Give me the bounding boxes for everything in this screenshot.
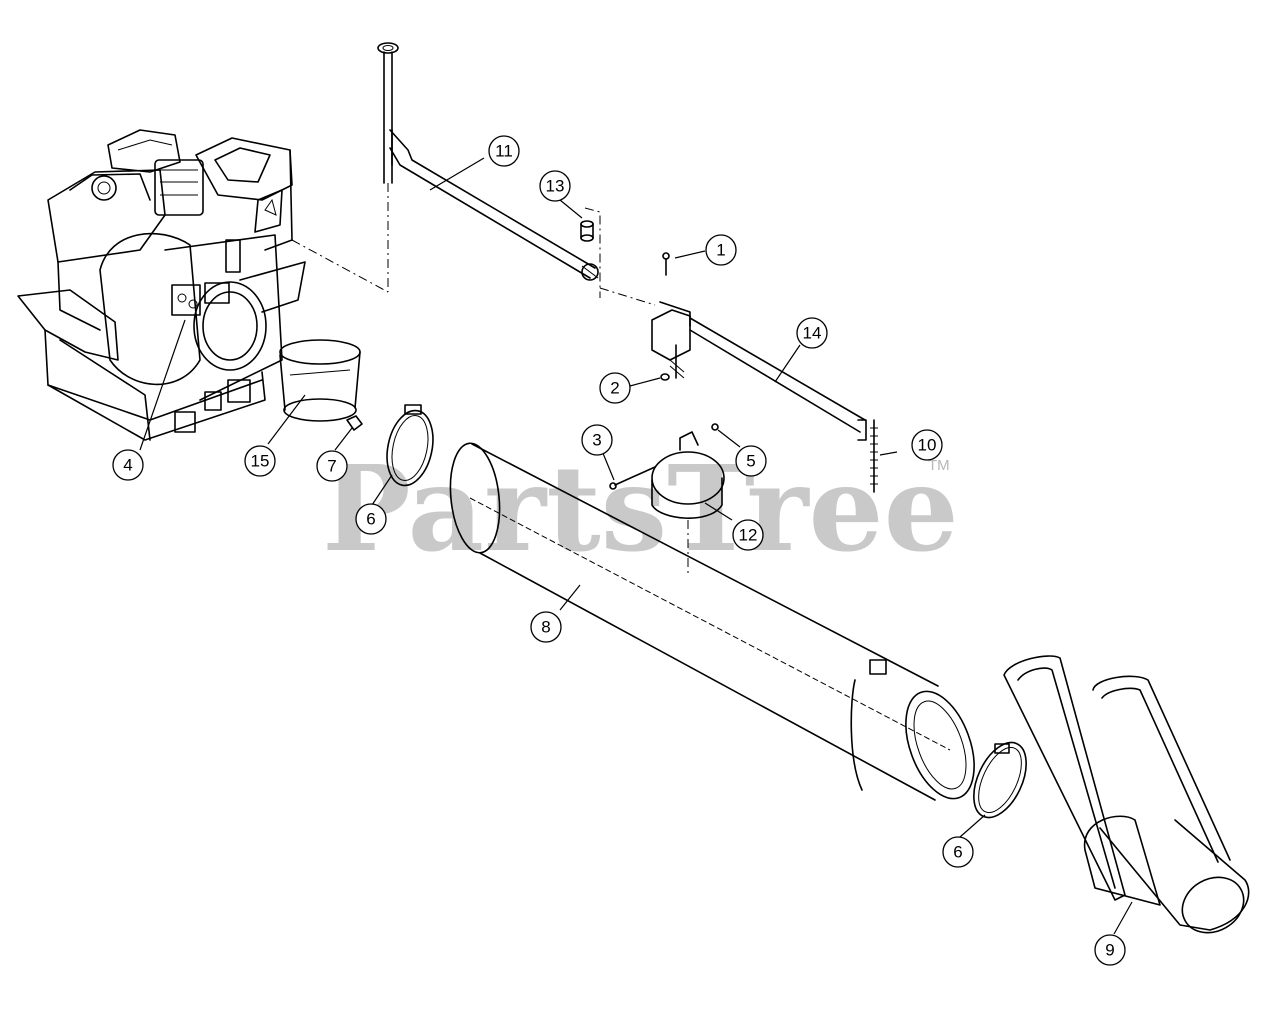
callout-7: 7	[316, 450, 348, 482]
callout-12: 12	[732, 519, 764, 551]
watermark-brand: PartsTree	[322, 439, 959, 578]
callout-15: 15	[244, 445, 276, 477]
callout-label: 6	[953, 843, 962, 862]
callout-4: 4	[112, 449, 144, 481]
support-arm-11	[389, 129, 599, 281]
callout-label: 2	[610, 379, 619, 398]
callout-2: 2	[599, 372, 631, 404]
callout-8: 8	[530, 611, 562, 643]
callout-5: 5	[735, 445, 767, 477]
hose-clamp-6-upper	[386, 404, 434, 487]
callout-label: 10	[918, 436, 937, 455]
callout-label: 9	[1105, 941, 1114, 960]
leader-lines	[139, 157, 1133, 935]
callout-label: 12	[739, 526, 758, 545]
watermark: PartsTree TM	[322, 439, 959, 578]
callout-label: 8	[541, 618, 550, 637]
hose-clamp-6-lower	[973, 741, 1027, 819]
callout-label: 6	[366, 510, 375, 529]
callout-11: 11	[488, 135, 520, 167]
callout-label: 7	[327, 457, 336, 476]
callout-3: 3	[581, 424, 613, 456]
callout-label: 14	[803, 324, 822, 343]
callout-10: 10	[911, 429, 943, 461]
callout-6b: 6	[942, 836, 974, 868]
callout-13: 13	[539, 170, 571, 202]
callout-label: 15	[251, 452, 270, 471]
bushing-13	[580, 207, 601, 298]
nut-2	[660, 373, 670, 381]
callout-label: 13	[546, 177, 565, 196]
nut-5	[711, 423, 719, 431]
callout-6a: 6	[355, 503, 387, 535]
callout-label: 3	[592, 431, 601, 450]
callout-14: 14	[796, 317, 828, 349]
cotter-pin-1	[662, 252, 670, 276]
watermark-trademark: TM	[928, 457, 950, 474]
wing-nut-7	[346, 415, 363, 431]
callout-label: 11	[495, 142, 513, 161]
callout-label: 5	[746, 452, 755, 471]
callout-1: 1	[705, 234, 737, 266]
callout-label: 1	[716, 241, 725, 260]
engine-blower-housing	[17, 129, 306, 441]
clamp-12	[651, 431, 725, 575]
pivot-pole	[291, 42, 399, 293]
adapter-15	[279, 339, 361, 422]
discharge-tube-8	[449, 442, 975, 801]
callout-9: 9	[1094, 934, 1126, 966]
chain-10	[870, 419, 878, 493]
adjuster-arm-14	[651, 301, 867, 441]
bolt-3	[609, 466, 656, 490]
callout-label: 4	[123, 456, 132, 475]
deflector-chute-9	[1003, 655, 1250, 934]
